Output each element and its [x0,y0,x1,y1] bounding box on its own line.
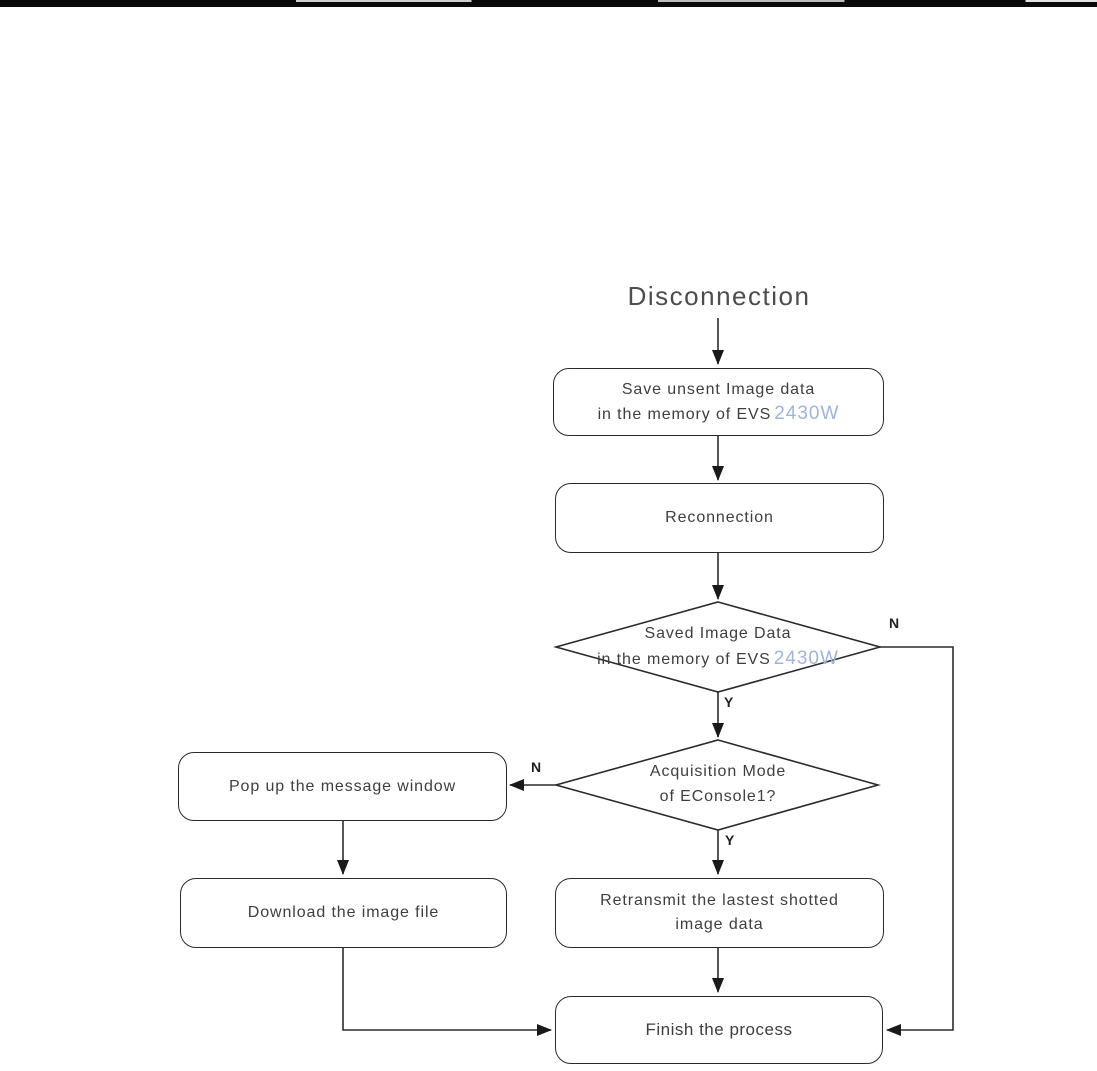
acquisition-line1: Acquisition Mode [649,763,787,780]
saved-check-line2-prefix: in the memory of EVS [597,650,771,668]
save-line1: Save unsent Image data [621,380,816,398]
saved-check-line1: Saved Image Data [644,624,792,642]
branch-label-yes-saved-check: Y [724,694,734,710]
process-box-reconnection: Reconnection [555,483,884,553]
branch-label-no-saved-check: N [889,615,900,631]
download-label: Download the image file [247,904,440,921]
edge-saved-check-no-to-finish [880,646,954,1036]
popup-label: Pop up the message window [228,777,457,795]
retransmit-line1: Retransmit the lastest shotted [600,892,839,909]
save-line2-prefix: in the memory of EVS [597,405,772,423]
process-box-download-image: Download the image file [180,878,507,948]
process-box-finish: Finish the process [555,996,883,1064]
edge-download-to-finish [342,948,552,1036]
process-box-save-unsent: Save unsent Image data in the memory of … [553,368,884,436]
decision-text-acquisition-mode: Acquisition Mode of EConsole1? [553,758,883,810]
acquisition-line2: of EConsole1? [659,788,777,805]
process-box-popup-message: Pop up the message window [178,752,507,821]
diagram-title: Disconnection [627,281,811,311]
device-model-highlight: 2430W [774,402,840,424]
device-model-highlight: 2430W [773,647,839,669]
finish-label: Finish the process [645,1020,793,1039]
retransmit-line2: image data [675,916,764,933]
branch-label-no-acquisition: N [531,759,542,775]
branch-label-yes-acquisition: Y [725,832,735,848]
process-box-retransmit: Retransmit the lastest shotted image dat… [555,878,884,948]
page-top-rule [0,0,1097,7]
reconnection-label: Reconnection [665,509,774,526]
